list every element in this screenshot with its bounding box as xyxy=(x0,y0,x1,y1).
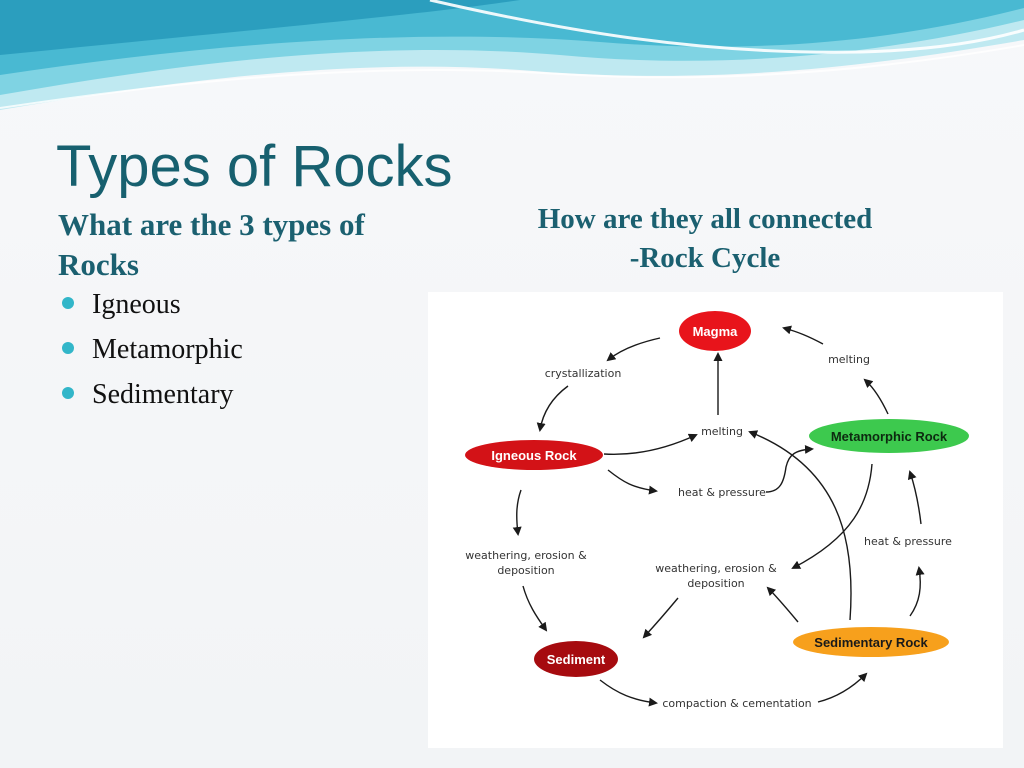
label-weathering-left-line1: weathering, erosion & xyxy=(465,549,587,562)
bullet-icon xyxy=(62,297,74,309)
arrow-sediment-to-compaction xyxy=(599,679,658,707)
list-item-metamorphic: Metamorphic xyxy=(62,327,243,372)
node-magma: Magma xyxy=(679,311,751,351)
arrow-metamorphic-to-weathering-center xyxy=(791,463,873,569)
arrow-heat-pressure-to-metamorphic-right xyxy=(907,470,922,525)
node-igneous-shape xyxy=(465,440,603,470)
rock-cycle-diagram: Magma Igneous Rock Metamorphic Rock Sedi… xyxy=(428,292,1003,748)
node-sedimentary-shape xyxy=(793,627,949,657)
arrow-sedimentary-to-weathering-center xyxy=(766,586,799,623)
list-item-label: Sedimentary xyxy=(92,379,234,410)
right-heading: How are they all connected -Rock Cycle xyxy=(490,200,920,278)
label-weathering-left-line2: deposition xyxy=(497,564,554,577)
rock-type-list: Igneous Metamorphic Sedimentary xyxy=(62,282,243,417)
header-wave-decoration xyxy=(0,0,1024,110)
label-weathering-center-line2: deposition xyxy=(687,577,744,590)
label-heat-pressure-center: heat & pressure xyxy=(678,486,766,499)
list-item-label: Igneous xyxy=(92,289,181,320)
label-melting-right: melting xyxy=(828,353,870,366)
slide-title: Types of Rocks xyxy=(56,134,453,199)
node-metamorphic-rock: Metamorphic Rock xyxy=(809,419,969,453)
list-item-igneous: Igneous xyxy=(62,282,243,327)
node-sedimentary-rock: Sedimentary Rock xyxy=(793,627,949,657)
node-magma-label: Magma xyxy=(693,324,739,339)
arrow-crystallization-to-igneous xyxy=(536,385,569,432)
node-sediment: Sediment xyxy=(534,641,618,677)
arrow-sedimentary-to-heat-pressure xyxy=(909,566,925,617)
node-sediment-shape xyxy=(534,641,618,677)
arrow-igneous-to-melting xyxy=(603,433,698,456)
right-heading-line2: -Rock Cycle xyxy=(629,242,781,274)
arrow-igneous-to-heat-pressure xyxy=(607,469,658,495)
node-magma-shape xyxy=(679,311,751,351)
left-heading: What are the 3 types of Rocks xyxy=(58,207,365,282)
node-igneous-label: Igneous Rock xyxy=(491,448,577,463)
arrow-sedimentary-to-melting xyxy=(748,430,852,621)
bullet-icon xyxy=(62,387,74,399)
node-sediment-label: Sediment xyxy=(547,652,606,667)
list-item-sedimentary: Sedimentary xyxy=(62,372,243,417)
node-metamorphic-shape xyxy=(809,419,969,453)
right-heading-line1: How are they all connected xyxy=(537,203,873,235)
label-heat-pressure-right: heat & pressure xyxy=(864,535,952,548)
arrow-weathering-to-sediment xyxy=(522,585,548,632)
bullet-icon xyxy=(62,342,74,354)
node-metamorphic-label: Metamorphic Rock xyxy=(831,429,948,444)
arrow-melting-right-to-magma xyxy=(782,325,824,345)
label-weathering-center-line1: weathering, erosion & xyxy=(655,562,777,575)
label-compaction-cementation: compaction & cementation xyxy=(662,697,811,710)
label-crystallization: crystallization xyxy=(545,367,622,380)
arrow-heat-pressure-to-metamorphic xyxy=(765,444,814,493)
list-item-label: Metamorphic xyxy=(92,334,243,365)
arrow-metamorphic-to-melting-right xyxy=(863,378,889,415)
arrow-compaction-to-sedimentary xyxy=(817,672,868,703)
arrow-weathering-center-to-sediment xyxy=(642,597,679,639)
node-sedimentary-label: Sedimentary Rock xyxy=(814,635,928,650)
arrow-magma-to-crystallization xyxy=(606,337,661,362)
node-igneous-rock: Igneous Rock xyxy=(465,440,603,470)
label-melting-center: melting xyxy=(701,425,743,438)
arrow-igneous-to-weathering xyxy=(512,489,522,536)
